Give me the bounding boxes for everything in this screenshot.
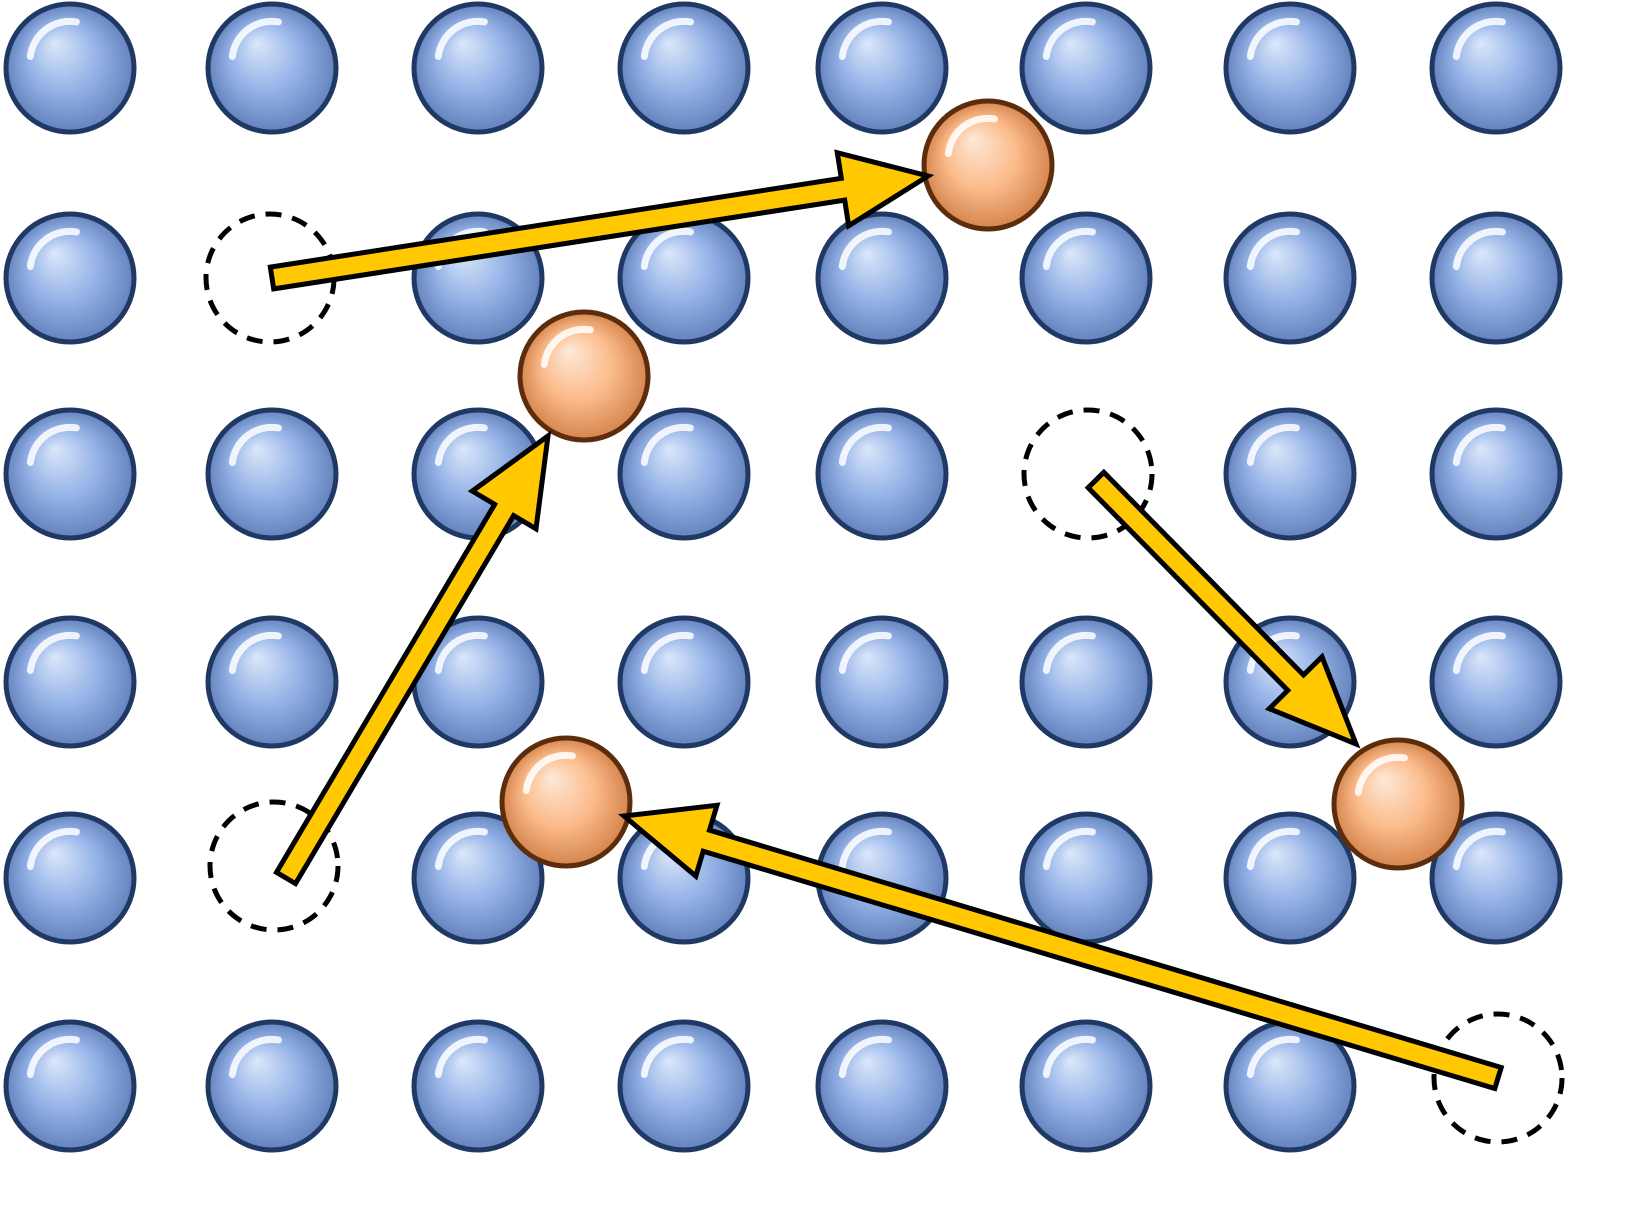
lattice-atom-r5c1 [205,1019,339,1153]
lattice-atom-r0c2 [411,1,545,135]
lattice-atom-r4c6 [1223,811,1357,945]
lattice-atom-r2c3 [617,407,751,541]
lattice-atom-r0c1 [205,1,339,135]
interstitial-atoms [499,98,1465,871]
lattice-atom-r2c4 [815,407,949,541]
lattice-atom-r3c4 [815,615,949,749]
lattice-atom-r2c1 [205,407,339,541]
lattice-atom-r1c4 [815,211,949,345]
lattice-atom-r1c7 [1429,211,1563,345]
migration-arrow-3 [1084,468,1361,749]
lattice-atom-r4c2 [411,811,545,945]
lattice-atom-r3c2 [411,615,545,749]
migration-arrow-1 [267,149,935,292]
lattice-atom-r4c0 [3,811,137,945]
vacancy-site-2 [1021,407,1155,541]
lattice-atom-r3c0 [3,615,137,749]
lattice-atom-r5c2 [411,1019,545,1153]
lattice-atom-r0c7 [1429,1,1563,135]
interstitial-atom-2 [517,309,651,443]
lattice-atoms [3,1,1563,1153]
lattice-atom-r2c7 [1429,407,1563,541]
lattice-atom-r0c5 [1019,1,1153,135]
lattice-atom-r2c6 [1223,407,1357,541]
lattice-atom-r1c3 [617,211,751,345]
lattice-atom-r5c0 [3,1019,137,1153]
lattice-atom-r1c5 [1019,211,1153,345]
interstitial-atom-1 [921,98,1055,232]
lattice-atom-r3c5 [1019,615,1153,749]
lattice-atom-r5c4 [815,1019,949,1153]
lattice-atom-r5c3 [617,1019,751,1153]
migration-arrow-4 [617,802,1505,1092]
migration-arrow-2 [273,430,552,888]
interstitial-atom-3 [499,735,633,869]
lattice-atom-r3c1 [205,615,339,749]
lattice-atom-r0c6 [1223,1,1357,135]
lattice-atom-r3c7 [1429,615,1563,749]
lattice-atom-r0c4 [815,1,949,135]
lattice-atom-r2c0 [3,407,137,541]
lattice-atom-r1c6 [1223,211,1357,345]
interstitial-atom-4 [1331,737,1465,871]
lattice-atom-r0c3 [617,1,751,135]
lattice-atom-r1c0 [3,211,137,345]
lattice-atom-r3c3 [617,615,751,749]
lattice-atom-r5c5 [1019,1019,1153,1153]
vacancy-site-4 [1431,1011,1565,1145]
lattice-atom-r0c0 [3,1,137,135]
lattice-atom-r4c7 [1429,811,1563,945]
migration-arrows [267,149,1505,1092]
lattice-atom-r4c5 [1019,811,1153,945]
vacancy-site-3 [207,799,341,933]
